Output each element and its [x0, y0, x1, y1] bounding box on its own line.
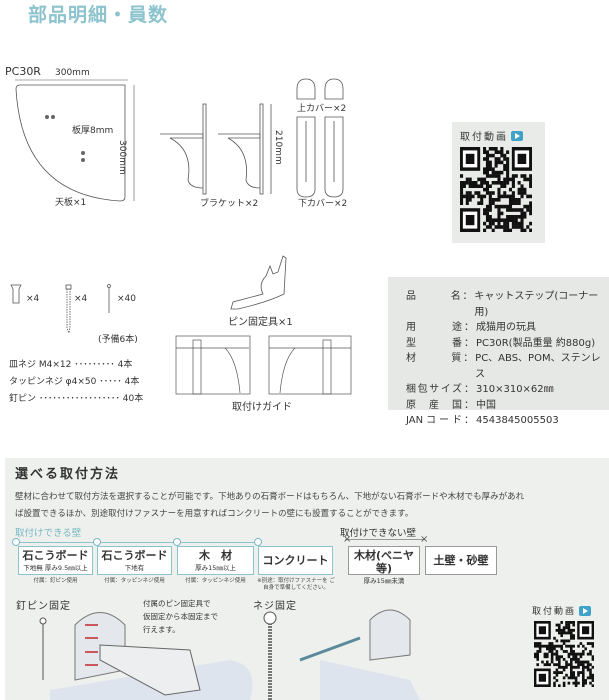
cover-drawing	[296, 78, 344, 198]
pin-count: ×40	[117, 294, 136, 304]
spec-table: 品名：キャットステップ(コーナー用) 用途：成猫用の玩具型番：PC30R(製品重量…	[388, 277, 609, 426]
spec-row: 原産国：中国	[406, 399, 496, 411]
spec-row: 型番：PC30R(製品重量 約880g)	[406, 337, 596, 349]
hardware-item: 皿ネジ M4×12 ･････････ 4本	[9, 360, 133, 370]
model-label: PC30R	[5, 65, 41, 78]
pin-tool-drawing	[230, 255, 287, 310]
wall-note: 付属：釘ピン使用	[33, 578, 78, 584]
tapping-screw-count: ×4	[74, 294, 88, 304]
screw-method-label: ネジ固定	[253, 601, 297, 612]
bracket-height-dim: 210mm	[273, 130, 283, 165]
hardware-list: 皿ネジ M4×12 ･････････ 4本 タッピンネジ φ4×50 ････…	[9, 357, 143, 408]
video-qr-box[interactable]: 取付動画	[452, 122, 545, 243]
install-heading: 選べる取付方法	[15, 467, 121, 482]
cross-icon: ×	[343, 534, 352, 545]
depth-dim: 300mm	[117, 140, 127, 175]
wall-wood: 木 材厚み15㎜以上	[177, 546, 254, 575]
video-qr-bottom[interactable]: 取付動画	[532, 604, 595, 691]
wall-note: 付属：タッピンネジ使用	[185, 578, 246, 584]
top-plate-drawing	[15, 79, 135, 202]
flat-screw-count: ×4	[26, 294, 40, 304]
hardware-item: 釘ピン ･･････････････････ 40本	[9, 394, 144, 404]
wall-earth: 土壁・砂壁	[425, 546, 497, 575]
install-guide-drawing	[175, 335, 352, 395]
pin-method-note: 付属のピン固定具で仮固定から本固定まで行えます。	[143, 599, 218, 634]
video-label: 取付動画	[460, 132, 508, 143]
wall-note: ※別途：取付けファスナーを ご自身で準備してください。	[257, 578, 335, 591]
pin-tool-label: ピン固定具×1	[228, 317, 293, 328]
play-icon	[511, 130, 523, 141]
spec-row: 梱包サイズ：310×310×62㎜	[406, 384, 554, 395]
wall-plywood: 木材(ベニヤ等)厚み15㎜未満	[348, 546, 420, 585]
ok-walls-label: 取付けできる壁	[15, 528, 82, 539]
thickness-label: 板厚8mm	[72, 126, 114, 136]
spec-row: JANコード：4543845005503	[406, 415, 559, 426]
spec-row: 材質：PC、ABS、POM、ステンレス	[406, 353, 601, 380]
play-icon	[579, 605, 592, 616]
cross-icon: ×	[420, 534, 429, 545]
guide-label: 取付けガイド	[232, 402, 292, 413]
top-plate-label: 天板×1	[55, 198, 87, 208]
hardware-item: タッピンネジ φ4×50 ･････ 4本	[9, 377, 140, 387]
wall-gypsum-no-stud: 石こうボード下地無 厚み9.5㎜以上	[18, 546, 93, 575]
page-title: 部品明細・員数	[28, 4, 169, 26]
qr-code[interactable]	[460, 147, 533, 233]
wall-concrete: コンクリート	[258, 546, 333, 575]
width-dim: 300mm	[55, 68, 90, 78]
wall-note: 付属：タッピンネジ使用	[104, 578, 165, 584]
lower-cover-label: 下カバー×2	[298, 199, 348, 209]
install-description: 壁材に合わせて取付方法を選択することが可能です。下地ありの石膏ボードはもちろん、…	[15, 492, 525, 519]
bracket-drawing	[160, 103, 272, 195]
spec-row: 用途：成猫用の玩具	[406, 322, 536, 333]
spec-row: 品名：キャットステップ(コーナー用)	[406, 291, 599, 318]
spare-note: (予備6本)	[98, 335, 138, 345]
wall-gypsum-stud: 石こうボード下地有	[97, 546, 172, 575]
upper-cover-label: 上カバー×2	[297, 104, 347, 114]
hardware-drawing	[10, 284, 111, 333]
pin-method-label: 釘ピン固定	[16, 601, 71, 612]
install-illustration	[39, 609, 420, 700]
ng-walls-label: 取付けできない壁	[340, 528, 417, 539]
qr-code[interactable]	[534, 621, 595, 688]
bracket-label: ブラケット×2	[200, 199, 259, 209]
